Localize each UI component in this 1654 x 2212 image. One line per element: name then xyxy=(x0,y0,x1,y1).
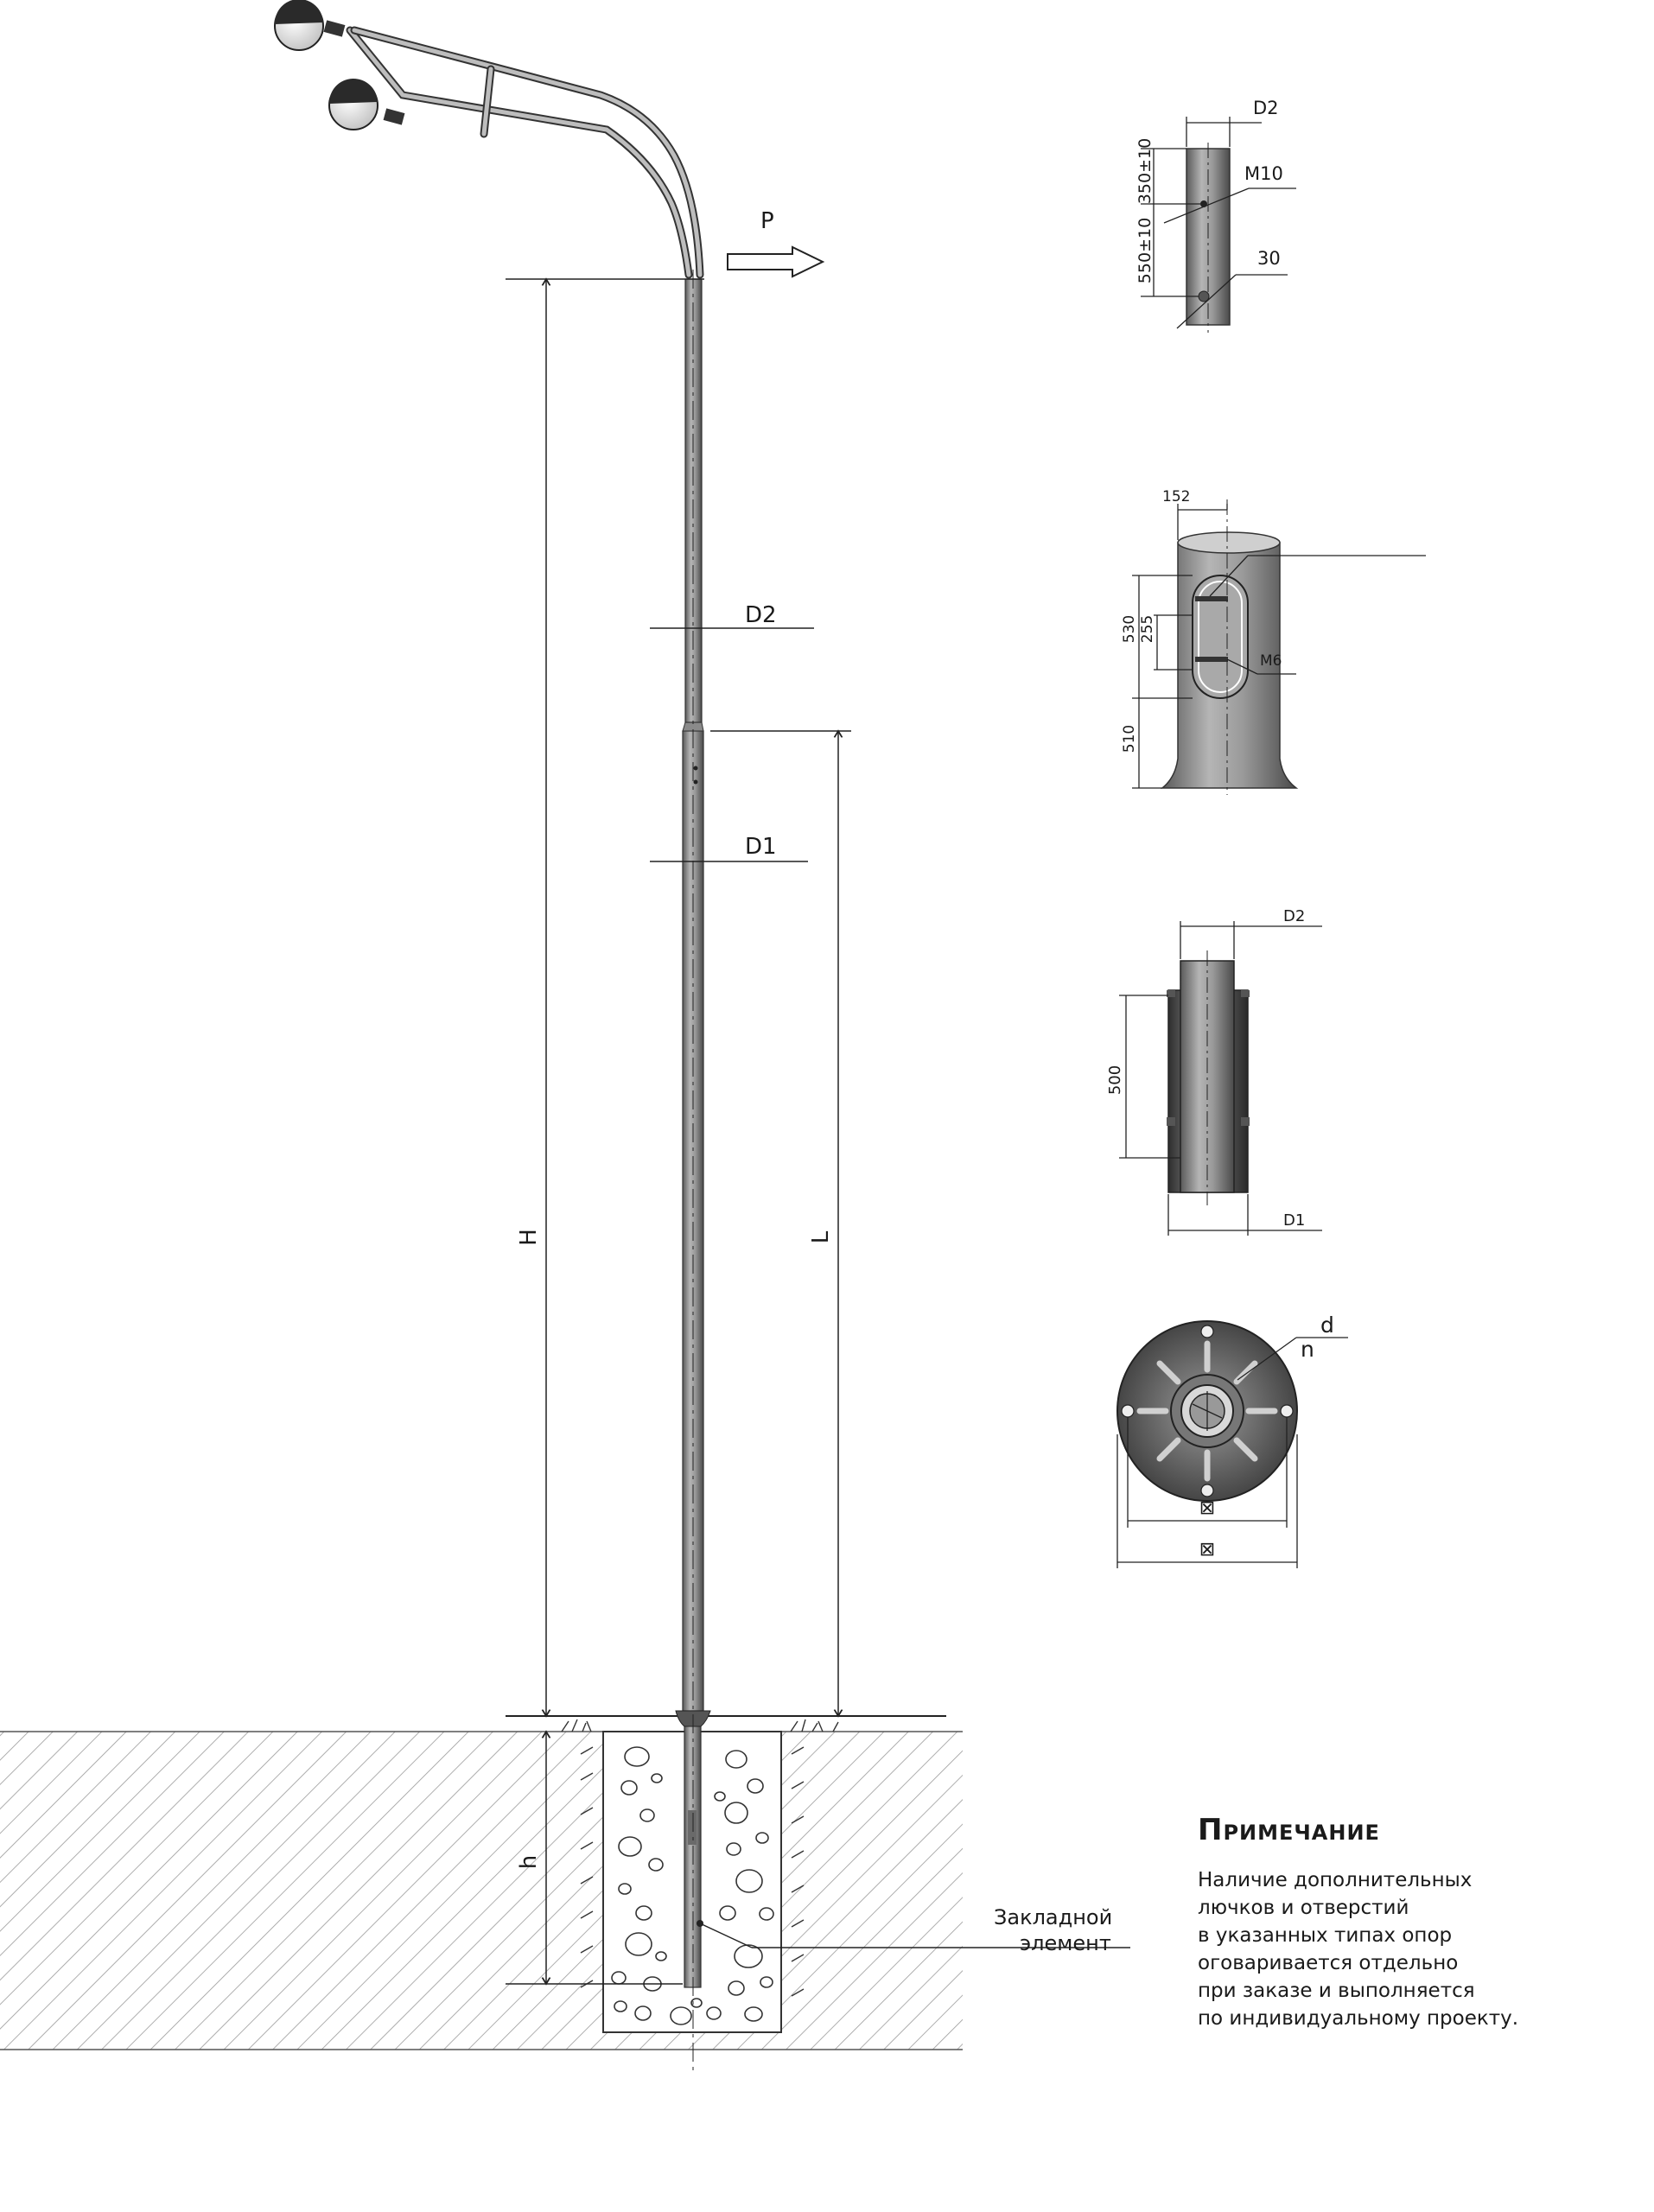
detail-flange-d: d xyxy=(1320,1313,1334,1338)
note-block: Примечание Наличие дополнительных лючков… xyxy=(1198,1813,1613,2032)
detail-hatch-152: 152 xyxy=(1162,488,1190,505)
label-H: H xyxy=(516,1229,542,1246)
detail-hatch-510: 510 xyxy=(1121,725,1138,753)
note-line: лючков и отверстий xyxy=(1198,1897,1409,1919)
ground xyxy=(0,1715,963,2050)
load-label: P xyxy=(760,208,774,234)
detail-top-M10: M10 xyxy=(1244,163,1283,184)
note-line: оговаривается отдельно xyxy=(1198,1952,1459,1974)
detail-hatch-530: 530 xyxy=(1121,615,1138,643)
embedded-label-2: элемент xyxy=(1020,1931,1111,1955)
detail-joint-500: 500 xyxy=(1106,1065,1124,1095)
detail-joint-D2: D2 xyxy=(1283,907,1305,925)
detail-top-550: 550±10 xyxy=(1136,218,1155,283)
detail-flange: d n ⊠ ⊠ xyxy=(1116,1313,1348,1568)
detail-flange-n: n xyxy=(1301,1337,1314,1362)
load-arrow: P xyxy=(727,208,825,278)
note-line: при заказе и выполняется xyxy=(1198,1980,1475,2002)
detail-top-30: 30 xyxy=(1257,248,1281,269)
note-line: Наличие дополнительных xyxy=(1198,1869,1473,1891)
detail-hatch-255: 255 xyxy=(1139,615,1156,643)
note-line: по индивидуальному проекту. xyxy=(1198,2007,1519,2030)
detail-flange-outer: ⊠ xyxy=(1199,1539,1215,1560)
note-title: Примечание xyxy=(1198,1813,1380,1847)
detail-top-350: 350±10 xyxy=(1136,138,1155,204)
lamp-upper xyxy=(274,0,346,51)
lamp-lower xyxy=(328,78,405,130)
foundation xyxy=(561,1719,839,2033)
detail-top-D2: D2 xyxy=(1253,98,1279,118)
pole xyxy=(675,270,711,2074)
embedded-element-marker xyxy=(697,1920,703,1927)
label-h: h xyxy=(516,1855,542,1869)
detail-joint-D1: D1 xyxy=(1283,1211,1305,1230)
label-D1: D1 xyxy=(745,834,777,860)
detail-flange-inner: ⊠ xyxy=(1199,1497,1215,1519)
dimensions-main xyxy=(506,279,1130,1984)
label-D2: D2 xyxy=(745,602,777,628)
detail-hatch: 152 530 255 510 M6 xyxy=(1121,488,1426,795)
note-line: в указанных типах опор xyxy=(1198,1924,1453,1947)
bracket xyxy=(346,26,704,279)
detail-joint: D2 500 D1 xyxy=(1106,907,1322,1236)
detail-hatch-M6: M6 xyxy=(1260,652,1282,670)
embedded-label-1: Закладной xyxy=(994,1905,1112,1929)
label-L: L xyxy=(808,1230,834,1243)
detail-top: D2 M10 30 350±10 550±10 xyxy=(1136,98,1296,333)
